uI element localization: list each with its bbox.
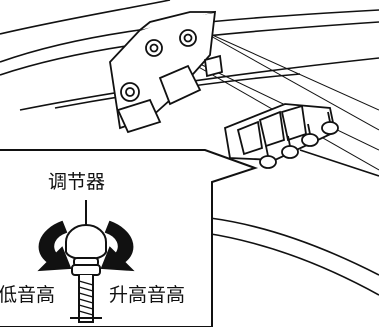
rotate-left-arrow-icon <box>37 220 72 272</box>
rotate-right-arrow-icon <box>100 220 135 272</box>
fine-tuner-plate <box>223 103 337 161</box>
raise-pitch-label: 升高音高 <box>109 284 186 306</box>
fine-tuner-knobs <box>259 111 339 169</box>
adjuster-enlarged <box>37 200 135 323</box>
tailpiece-bracket <box>109 10 223 134</box>
adjuster-label: 调节器 <box>48 171 106 193</box>
lower-pitch-label: 低音高 <box>0 284 56 306</box>
